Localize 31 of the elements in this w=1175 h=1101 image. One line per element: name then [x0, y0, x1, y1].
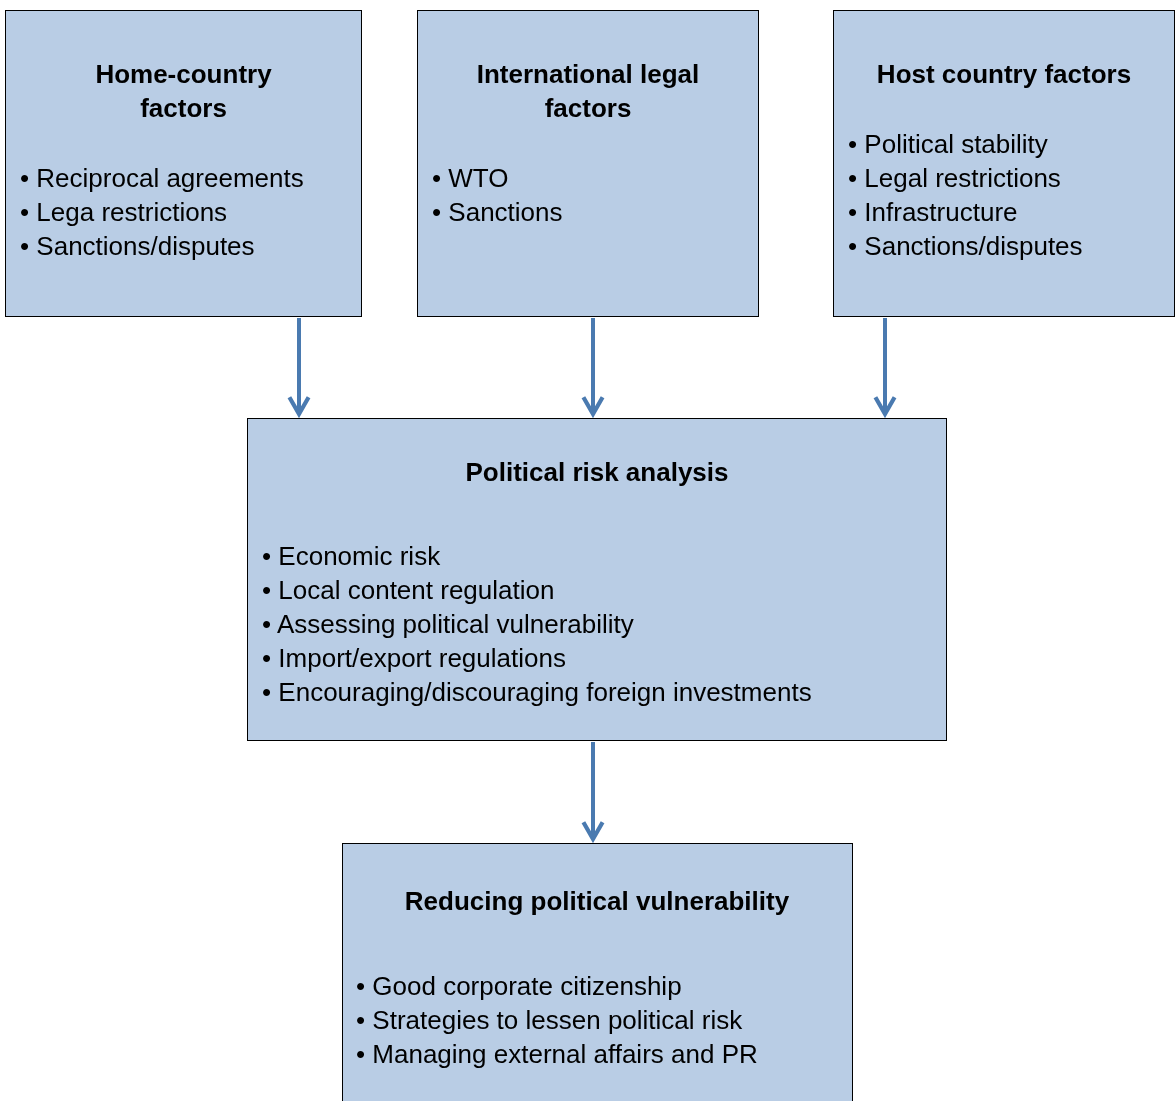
- process-box: [417, 10, 759, 317]
- arrow: [581, 742, 605, 842]
- process-box: [342, 843, 853, 1101]
- bullet-item: • Economic risk: [262, 540, 441, 573]
- bullet-item: • Sanctions/disputes: [848, 230, 1083, 263]
- bullet-item: • Import/export regulations: [262, 642, 566, 675]
- bullet-item: • Strategies to lessen political risk: [356, 1004, 743, 1037]
- bullet-item: • Reciprocal agreements: [20, 162, 304, 195]
- box-heading: International legal factors: [475, 58, 701, 125]
- bullet-item: • Sanctions/disputes: [20, 230, 255, 263]
- arrow: [873, 318, 897, 417]
- process-box: [833, 10, 1175, 317]
- arrow: [581, 318, 605, 417]
- process-box: [5, 10, 362, 317]
- process-box: [247, 418, 947, 741]
- bullet-item: • Infrastructure: [848, 196, 1018, 229]
- box-heading: Reducing political vulnerability: [403, 885, 791, 918]
- bullet-item: • Managing external affairs and PR: [356, 1038, 758, 1071]
- bullet-item: • WTO: [432, 162, 509, 195]
- box-heading: Home-country factors: [94, 58, 273, 125]
- bullet-item: • Legal restrictions: [848, 162, 1061, 195]
- bullet-item: • Good corporate citizenship: [356, 970, 682, 1003]
- bullet-item: • Sanctions: [432, 196, 563, 229]
- bullet-item: • Encouraging/discouraging foreign investments: [262, 676, 812, 709]
- box-heading: Political risk analysis: [464, 456, 730, 489]
- bullet-item: • Lega restrictions: [20, 196, 228, 229]
- bullet-item: • Assessing political vulnerability: [262, 608, 634, 641]
- bullet-item: • Political stability: [848, 128, 1048, 161]
- box-heading: Host country factors: [875, 58, 1133, 91]
- arrow: [287, 318, 311, 417]
- bullet-item: • Local content regulation: [262, 574, 555, 607]
